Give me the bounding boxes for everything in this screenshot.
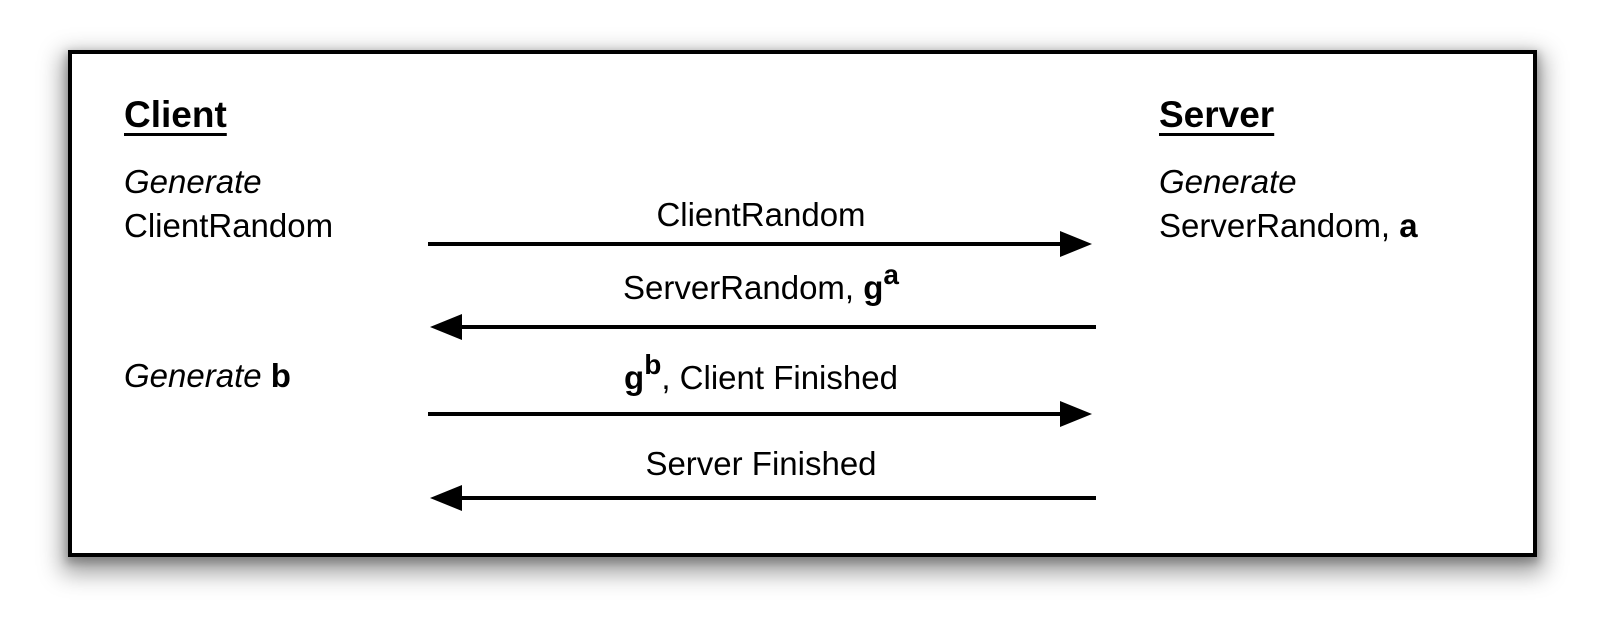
client-generate-label: Generate	[124, 163, 262, 200]
arrow-right-head-icon	[1060, 231, 1092, 257]
arrow-server-to-client-2	[430, 485, 1096, 511]
message-label-server-finished: Server Finished	[428, 446, 1094, 482]
arrow-right-head-icon	[1060, 401, 1092, 427]
message-3-exponent-b: b	[644, 349, 662, 380]
message-4-text: Server Finished	[645, 445, 877, 482]
message-2-g: g	[863, 269, 884, 306]
server-generate-label: Generate	[1159, 163, 1297, 200]
arrow-line	[428, 242, 1068, 246]
message-label-client-random: ClientRandom	[428, 197, 1094, 233]
client-generate-b-label: Generate	[124, 357, 271, 394]
server-title: Server	[1159, 94, 1275, 135]
client-random-label: ClientRandom	[124, 207, 334, 244]
server-random-label: ServerRandom,	[1159, 207, 1400, 244]
message-label-server-random-ga: ServerRandom, ga	[428, 259, 1094, 308]
message-3-text: , Client Finished	[661, 359, 898, 396]
message-2-exponent-a: a	[883, 259, 899, 290]
arrow-line	[428, 412, 1068, 416]
arrow-client-to-server-2	[428, 401, 1092, 427]
server-generate-note: Generate ServerRandom, a	[1159, 160, 1418, 248]
handshake-diagram-box: Client Server Generate ClientRandom Gene…	[68, 50, 1537, 557]
client-generate-note: Generate ClientRandom	[124, 160, 333, 248]
arrow-server-to-client-1	[430, 314, 1096, 340]
arrow-left-head-icon	[430, 485, 462, 511]
arrow-client-to-server-1	[428, 231, 1092, 257]
server-secret-a: a	[1399, 207, 1418, 244]
client-secret-b: b	[270, 357, 291, 394]
message-label-gb-client-finished: gb, Client Finished	[428, 349, 1094, 398]
arrow-line	[454, 496, 1096, 500]
client-title: Client	[124, 94, 227, 135]
message-3-g: g	[624, 359, 645, 396]
message-1-text: ClientRandom	[656, 196, 866, 233]
client-generate-b-note: Generate b	[124, 354, 291, 398]
arrow-left-head-icon	[430, 314, 462, 340]
arrow-line	[454, 325, 1096, 329]
message-2-text: ServerRandom,	[622, 269, 864, 306]
